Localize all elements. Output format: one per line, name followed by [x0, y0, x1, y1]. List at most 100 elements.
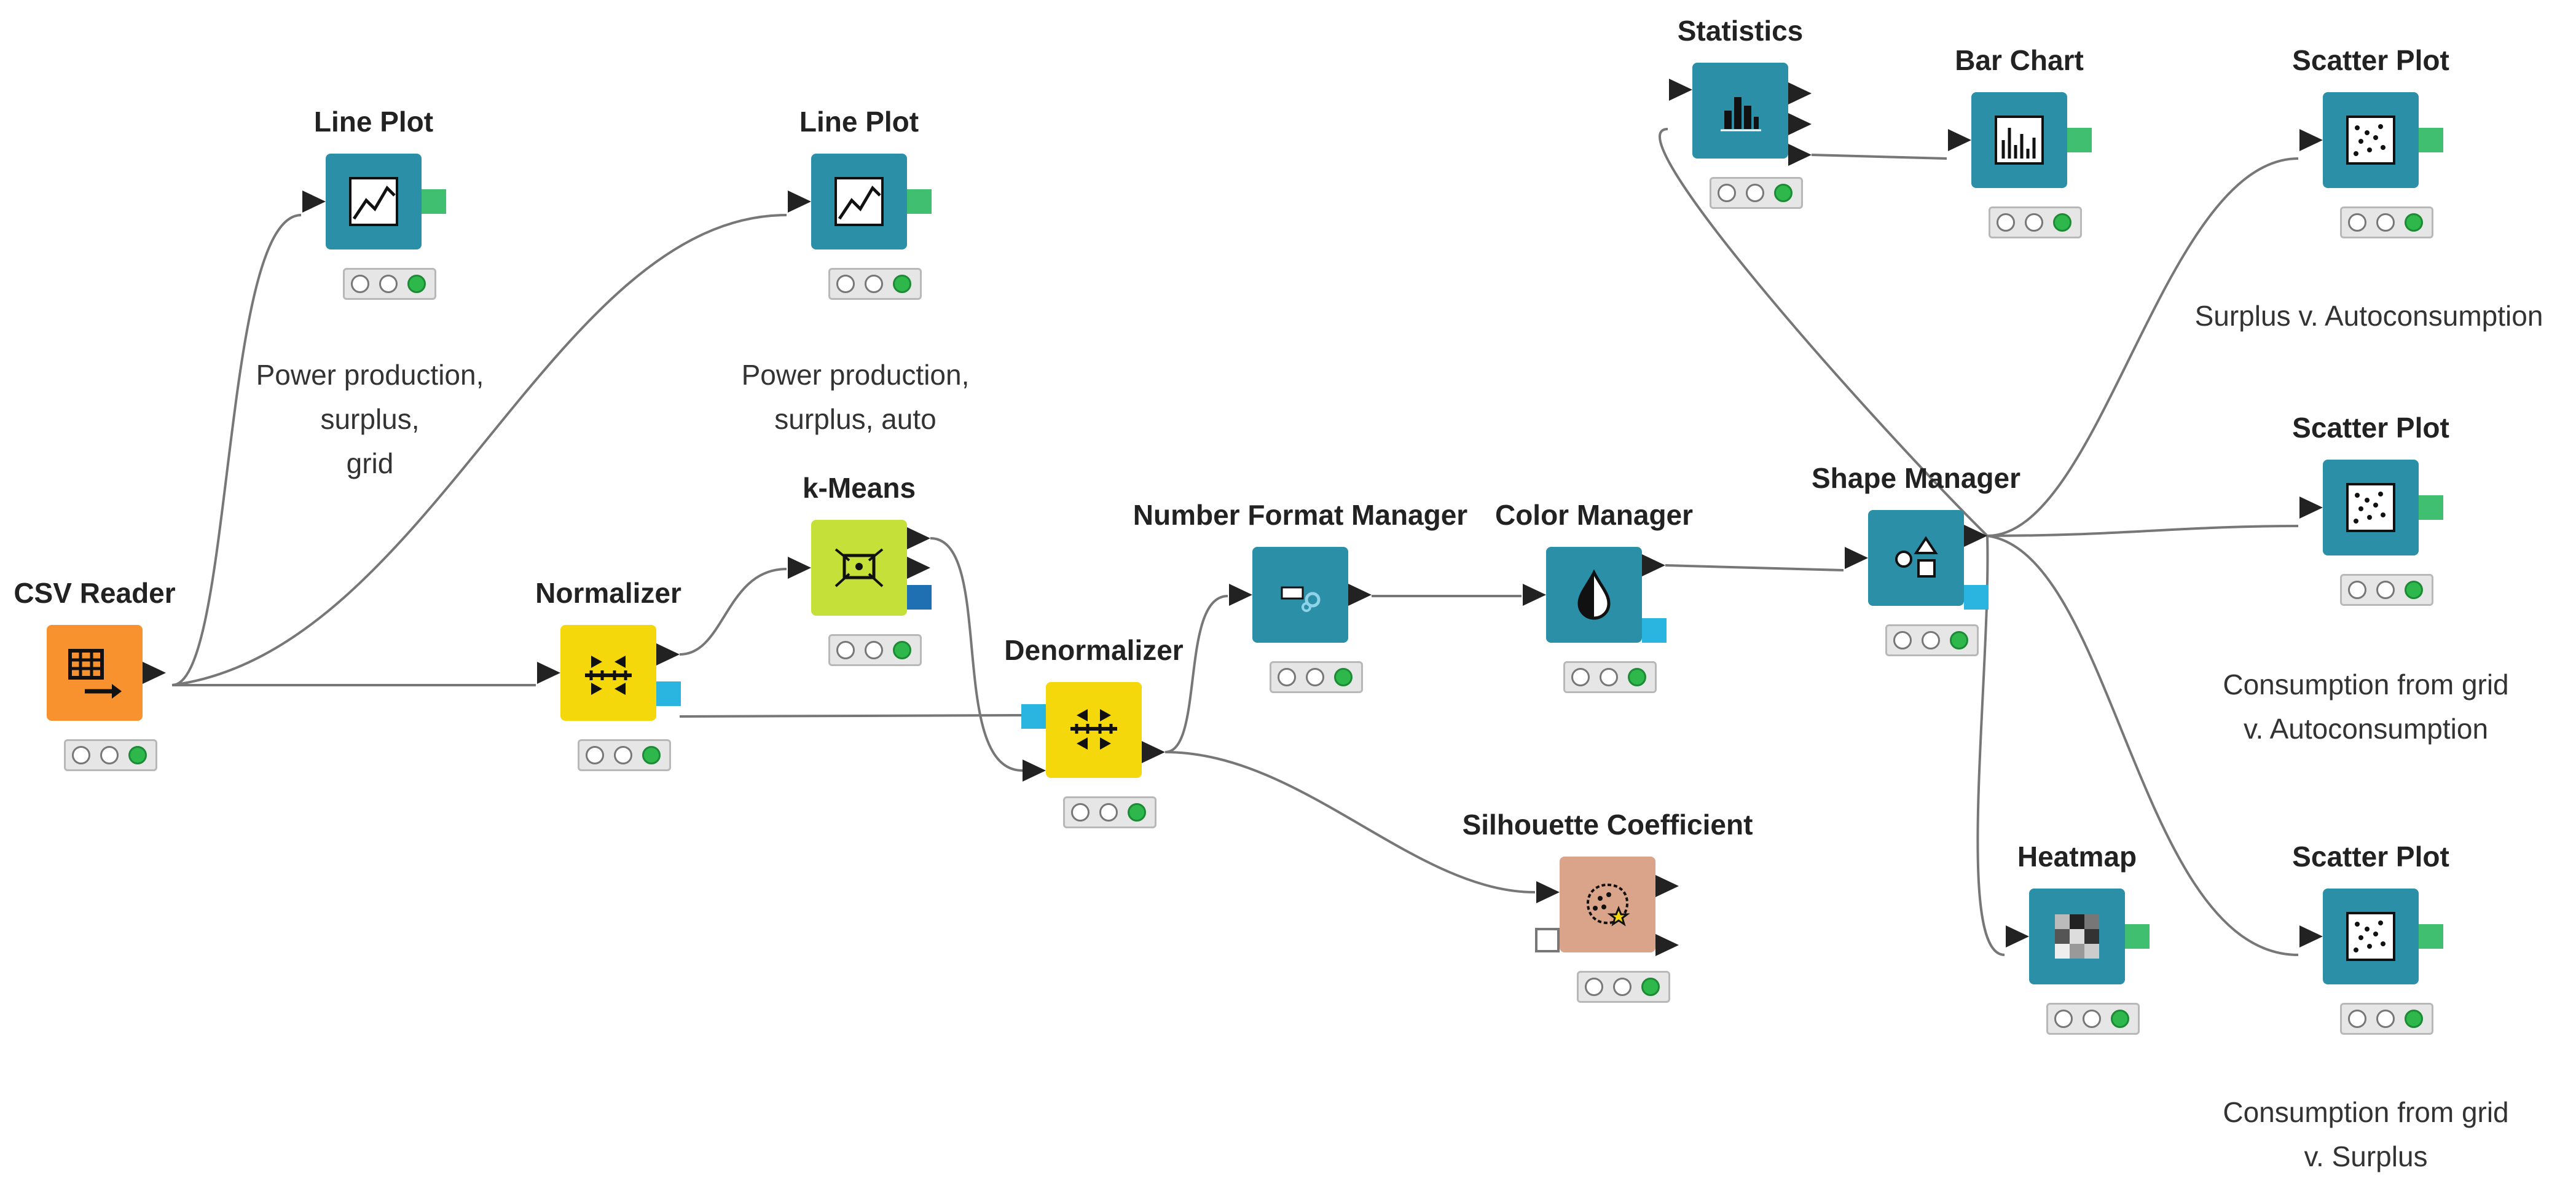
view-port[interactable]: [907, 189, 932, 214]
output-port[interactable]: [1142, 741, 1165, 763]
bar-chart-icon: [1995, 116, 2044, 165]
wire-shapemanager-statistics[interactable]: [1659, 128, 1989, 537]
input-port[interactable]: [1536, 881, 1560, 903]
status-light-green: [642, 746, 661, 764]
node-body[interactable]: [1692, 63, 1788, 159]
wire-shapemanager-scatter2[interactable]: [1987, 525, 2299, 537]
input-port[interactable]: [1948, 129, 1971, 151]
model-port[interactable]: [907, 585, 932, 610]
wire-normalizer-denormalizer[interactable]: [679, 714, 1023, 718]
wire-denormalizer-silhouette[interactable]: [1164, 751, 1536, 893]
view-port[interactable]: [2067, 128, 2092, 152]
csv-reader-node[interactable]: CSV Reader: [14, 576, 176, 772]
status-light-green: [1641, 978, 1660, 996]
heatmap-node[interactable]: Heatmap: [1998, 839, 2156, 1036]
bar-chart-node[interactable]: Bar Chart: [1941, 43, 2098, 240]
node-body[interactable]: [1560, 857, 1655, 952]
status-light-green: [893, 275, 911, 293]
wire-normalizer-kmeans[interactable]: [679, 568, 787, 656]
node-body[interactable]: [47, 625, 143, 721]
view-port[interactable]: [2419, 128, 2443, 152]
kmeans-node[interactable]: k-Means: [780, 471, 938, 667]
node-title: Scatter Plot: [2292, 841, 2449, 873]
node-body[interactable]: [1252, 547, 1348, 643]
output-port[interactable]: [907, 527, 930, 549]
status-light-yellow: [1099, 803, 1118, 822]
output-port[interactable]: [143, 662, 166, 684]
scatter-plot-node-3[interactable]: Scatter Plot: [2292, 839, 2449, 1036]
input-port[interactable]: [2299, 496, 2323, 519]
model-port[interactable]: [1642, 618, 1667, 643]
node-body[interactable]: [811, 154, 907, 249]
input-port[interactable]: [2299, 129, 2323, 151]
wire-shapemanager-scatter1[interactable]: [1987, 157, 2299, 537]
input-port[interactable]: [1229, 584, 1252, 606]
view-port[interactable]: [2419, 924, 2443, 949]
shape-manager-node[interactable]: Shape Manager: [1812, 461, 2020, 657]
view-port[interactable]: [422, 189, 446, 214]
input-port[interactable]: [2299, 925, 2323, 948]
model-port[interactable]: [1964, 585, 1989, 610]
node-body[interactable]: [2029, 889, 2125, 984]
output-port[interactable]: [1348, 584, 1372, 606]
node-body[interactable]: [1046, 682, 1142, 778]
silhouette-coefficient-node[interactable]: Silhouette Coefficient: [1463, 807, 1753, 1004]
shapes-icon: [1895, 536, 1938, 578]
line-plot-node-1[interactable]: Line Plot: [295, 104, 452, 301]
number-format-manager-node[interactable]: Number Format Manager: [1133, 498, 1467, 694]
input-port[interactable]: [1523, 584, 1546, 606]
node-body[interactable]: [811, 520, 907, 616]
node-body[interactable]: [1868, 510, 1964, 606]
color-manager-node[interactable]: Color Manager: [1495, 498, 1693, 694]
denormalizer-node[interactable]: Denormalizer: [1004, 633, 1184, 830]
input-port[interactable]: [788, 557, 811, 579]
wire-kmeans-denormalizer[interactable]: [930, 537, 1023, 772]
normalizer-node[interactable]: Normalizer: [530, 576, 687, 772]
wire-statistics-barchart[interactable]: [1811, 154, 1947, 160]
output-port[interactable]: [1964, 525, 1987, 547]
status-light-yellow: [865, 641, 883, 659]
wire-denormalizer-numberformat[interactable]: [1164, 595, 1228, 753]
model-input-port[interactable]: [1021, 704, 1046, 729]
model-port[interactable]: [656, 681, 681, 706]
denormalize-arrows-icon: [1070, 709, 1117, 750]
output-port[interactable]: [656, 643, 680, 665]
node-body[interactable]: [1971, 92, 2067, 188]
line-plot-node-2[interactable]: Line Plot: [780, 104, 938, 301]
output-port-2[interactable]: [1788, 113, 1812, 135]
input-port[interactable]: [1023, 759, 1046, 782]
status-light-green: [1950, 631, 1968, 649]
statistics-node[interactable]: Statistics: [1662, 14, 1819, 210]
node-body[interactable]: [2323, 92, 2419, 188]
output-port[interactable]: [1788, 82, 1812, 104]
input-port[interactable]: [302, 190, 326, 213]
input-port[interactable]: [1669, 79, 1692, 101]
output-port[interactable]: [1642, 554, 1665, 576]
input-port[interactable]: [537, 662, 560, 684]
wire-shapemanager-scatter3[interactable]: [1987, 535, 2299, 956]
output-port-3[interactable]: [1788, 144, 1812, 166]
node-body[interactable]: [2323, 460, 2419, 555]
node-body[interactable]: [560, 625, 656, 721]
optional-input-port[interactable]: [1535, 928, 1560, 952]
scatter-plot-node-1[interactable]: Scatter Plot: [2292, 43, 2449, 240]
node-body[interactable]: [1546, 547, 1642, 643]
node-body[interactable]: [2323, 889, 2419, 984]
output-port[interactable]: [1655, 875, 1679, 897]
status-light-yellow: [1306, 668, 1324, 686]
node-body[interactable]: [326, 154, 422, 249]
input-port[interactable]: [788, 190, 811, 213]
input-port[interactable]: [1845, 547, 1868, 569]
view-port[interactable]: [2125, 924, 2150, 949]
wire-csv-lineplot2[interactable]: [171, 214, 787, 686]
wire-colormanager-shapemanager[interactable]: [1665, 564, 1844, 571]
scatter-plot-node-2[interactable]: Scatter Plot: [2292, 410, 2449, 607]
output-port-2[interactable]: [907, 557, 930, 579]
input-port[interactable]: [2006, 925, 2029, 948]
view-port[interactable]: [2419, 495, 2443, 520]
wire-csv-lineplot1[interactable]: [171, 214, 302, 686]
output-port-2[interactable]: [1655, 934, 1679, 956]
status-light-yellow: [1922, 631, 1940, 649]
